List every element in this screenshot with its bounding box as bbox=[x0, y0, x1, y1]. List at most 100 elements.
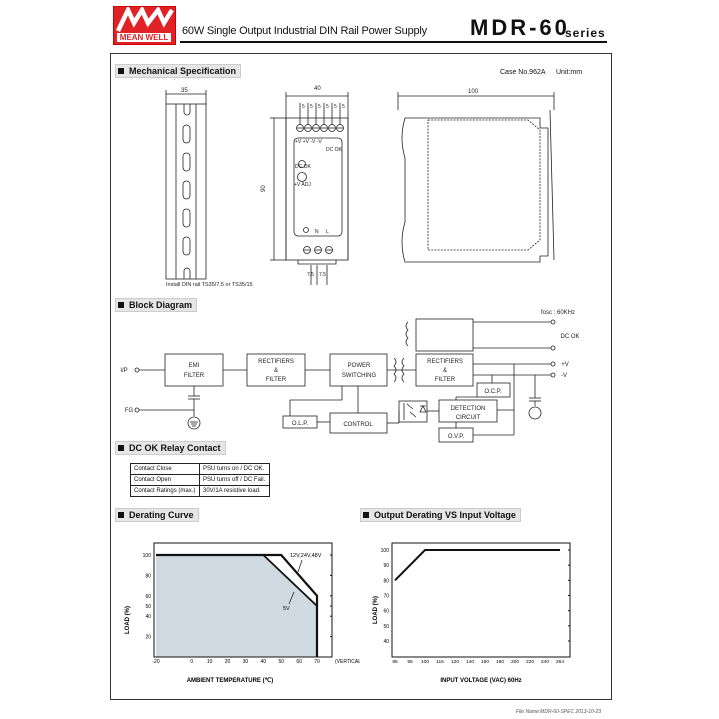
rect2-label-1: RECTIFIERS bbox=[427, 359, 463, 365]
y-axis-title: LOAD (%) bbox=[125, 606, 131, 634]
x-tick-label: 140 bbox=[466, 659, 474, 665]
table-cell: PSU turns off / DC Fail. bbox=[199, 474, 270, 486]
minus-v-label: -V bbox=[561, 373, 567, 379]
ocp-label: O.C.P. bbox=[484, 389, 502, 395]
table-cell: Contact Close bbox=[130, 463, 200, 475]
x-axis-title: INPUT VOLTAGE (VAC) 60Hz bbox=[440, 678, 521, 684]
power-switching-block bbox=[329, 353, 388, 387]
series-line bbox=[394, 549, 560, 582]
document-subtitle: 60W Single Output Industrial DIN Rail Po… bbox=[182, 25, 427, 37]
x-tick-label: 160 bbox=[481, 659, 489, 665]
y-tick-label: 40 bbox=[383, 639, 389, 645]
plot-frame bbox=[391, 542, 571, 658]
front-height-dim: 90 bbox=[261, 185, 267, 192]
label-pointer bbox=[297, 559, 303, 573]
rail-width-dim: 35 bbox=[181, 88, 188, 94]
optocoupler-block bbox=[398, 400, 428, 423]
header-divider bbox=[180, 41, 607, 43]
x-tick-label: 200 bbox=[511, 659, 519, 665]
section-block-diagram: Block Diagram bbox=[115, 298, 198, 312]
series-label-5v: 5V bbox=[283, 606, 290, 612]
y-tick-label: 40 bbox=[145, 614, 151, 620]
x-tick-label: 50 bbox=[278, 659, 284, 665]
input-terminal-screw bbox=[325, 246, 333, 254]
emi-label-1: EMI bbox=[189, 363, 200, 369]
emi-label-2: FILTER bbox=[184, 373, 205, 379]
series-label-12v-24v-48v: 12V,24V,48V bbox=[290, 553, 322, 559]
x-tick-label: 100 bbox=[421, 659, 429, 665]
x-tick-label: 85 bbox=[392, 659, 398, 665]
plus-v-label: +V bbox=[561, 362, 569, 368]
rect2-label-3: FILTER bbox=[435, 377, 456, 383]
x-tick-label: 120 bbox=[451, 659, 459, 665]
olp-label: O.L.P. bbox=[292, 421, 309, 427]
label-pointer bbox=[288, 591, 295, 605]
x-tick-label: 10 bbox=[207, 659, 213, 665]
ocp-block bbox=[476, 382, 511, 398]
detection-label-2: CIRCUIT bbox=[456, 415, 481, 421]
model-title: MDR-60 bbox=[470, 15, 570, 40]
section-dcok-relay: DC OK Relay Contact bbox=[115, 441, 226, 455]
x-tick-label: 240 bbox=[541, 659, 549, 665]
x-tick-label: 0 bbox=[190, 659, 193, 665]
bottom-pitch-dim-2: 7.5 bbox=[319, 272, 326, 278]
fg-label: FG bbox=[125, 408, 134, 414]
rect1-label-3: FILTER bbox=[266, 377, 287, 383]
rect1-label-1: RECTIFIERS bbox=[258, 359, 294, 365]
x-tick-label: 220 bbox=[526, 659, 534, 665]
y-tick-label: 80 bbox=[145, 573, 151, 579]
x-tick-label: 70 bbox=[314, 659, 320, 665]
x-tick-label: 95 bbox=[407, 659, 413, 665]
case-number: Case No.962A bbox=[500, 69, 546, 76]
control-label: CONTROL bbox=[343, 422, 373, 428]
derating-fill-area bbox=[156, 555, 317, 657]
rail-note: Install DIN rail TS35/7.5 or TS35/15 bbox=[166, 282, 253, 288]
svg-text:5: 5 bbox=[334, 104, 337, 110]
y-tick-label: 50 bbox=[145, 604, 151, 610]
svg-text:5: 5 bbox=[326, 104, 329, 110]
y-tick-label: 90 bbox=[383, 563, 389, 569]
brand-name: MEAN WELL bbox=[117, 33, 171, 42]
input-terminal-screw bbox=[314, 246, 322, 254]
unit-label: Unit:mm bbox=[556, 69, 583, 76]
svg-text:5: 5 bbox=[342, 104, 345, 110]
input-n-label: N bbox=[315, 229, 319, 235]
x-tick-label: 115 bbox=[436, 659, 444, 665]
y-tick-label: 100 bbox=[143, 553, 152, 559]
section-mechanical: Mechanical Specification bbox=[115, 64, 242, 78]
terminal-labels: +V +V -V -V bbox=[295, 139, 322, 145]
x-tick-label: -20 bbox=[152, 659, 159, 665]
svg-text:5: 5 bbox=[302, 104, 305, 110]
table-cell: Contact Open bbox=[130, 474, 200, 486]
y-tick-label: 100 bbox=[381, 548, 390, 554]
x-tick-label: 60 bbox=[296, 659, 302, 665]
vadj-label: +V ADJ bbox=[294, 182, 311, 188]
section-derating-curve: Derating Curve bbox=[115, 508, 199, 522]
x-tick-label: 264 bbox=[556, 659, 564, 665]
series-label: series bbox=[565, 26, 606, 40]
detection-label-1: DETECTION bbox=[451, 406, 486, 412]
power-label-1: POWER bbox=[348, 363, 371, 369]
relay-block bbox=[415, 318, 474, 352]
din-rail-drawing bbox=[165, 90, 207, 280]
mechanical-drawing: 35 Install DIN rail TS35/7.5 or TS35/15 … bbox=[165, 86, 555, 288]
bottom-pitch-dim: 7.5 bbox=[307, 272, 314, 278]
svg-text:5: 5 bbox=[310, 104, 313, 110]
x-suffix-label: (VERTICAL) bbox=[335, 659, 360, 665]
plot-frame bbox=[153, 542, 333, 658]
input-terminal-screw bbox=[303, 246, 311, 254]
y-tick-label: 70 bbox=[383, 594, 389, 600]
input-l-label: L bbox=[326, 229, 329, 235]
x-tick-label: 20 bbox=[225, 659, 231, 665]
table-row: Contact Ratings (max.)30V/1A resistive l… bbox=[130, 485, 270, 497]
x-axis-title: AMBIENT TEMPERATURE (℃) bbox=[187, 677, 274, 684]
y-tick-label: 50 bbox=[383, 624, 389, 630]
ip-label: I/P bbox=[120, 368, 127, 374]
table-cell: 30V/1A resistive load. bbox=[199, 485, 270, 497]
front-width-dim: 40 bbox=[314, 86, 321, 92]
file-name-footer: File Name:MDR-60-SPEC 2013-10-23 bbox=[516, 709, 602, 715]
